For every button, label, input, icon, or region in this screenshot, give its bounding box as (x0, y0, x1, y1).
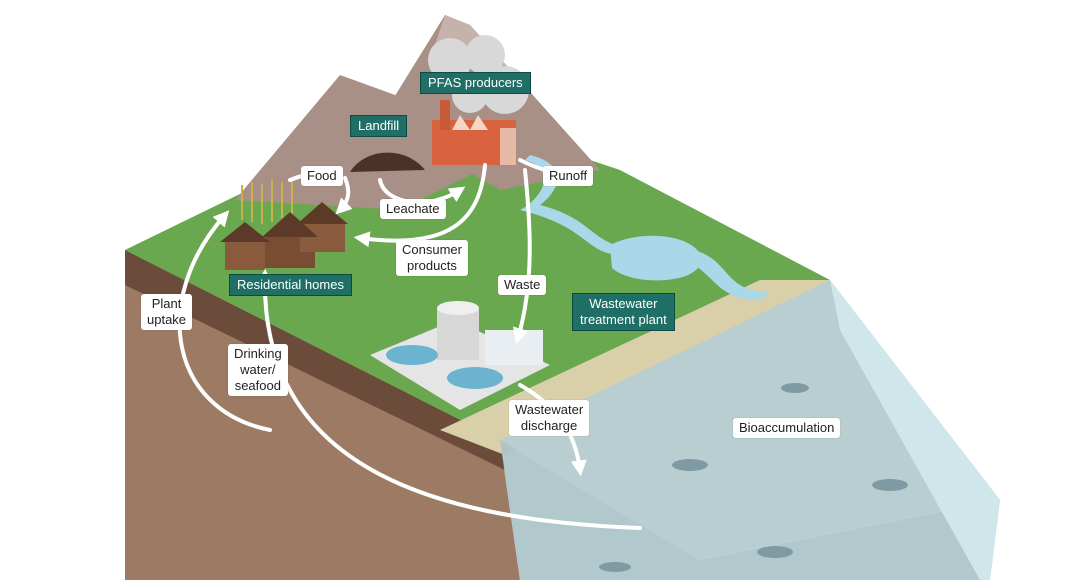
label-wastewater-discharge: Wastewater discharge (509, 400, 590, 436)
landfill-mound (350, 152, 425, 172)
label-drinking-line-2: water/ (240, 362, 276, 377)
label-drinking-water-seafood: Drinking water/ seafood (228, 344, 288, 396)
arrow-consumer (353, 163, 487, 248)
tag-residential-homes: Residential homes (229, 274, 352, 296)
label-plant-line-1: Plant (151, 296, 182, 311)
label-bioaccumulation: Bioaccumulation (733, 418, 841, 438)
label-plant-line-2: uptake (147, 312, 187, 327)
label-discharge-line-1: Wastewater (515, 402, 584, 417)
factory (432, 100, 516, 165)
residential-houses (220, 202, 348, 270)
arrow-waste (513, 168, 532, 345)
sea-front-face (500, 440, 1000, 580)
tag-pfas-producers: PFAS producers (420, 72, 531, 94)
sea-right-face (830, 280, 1000, 580)
label-consumer-line-1: Consumer (402, 242, 462, 257)
tag-landfill: Landfill (350, 115, 408, 137)
label-food: Food (301, 166, 343, 186)
label-consumer-line-2: products (407, 258, 457, 273)
tag-wastewater-line-2: treatment plant (580, 312, 667, 327)
fish-group (599, 383, 908, 572)
soil-top-band (125, 250, 505, 470)
tag-wastewater-line-1: Wastewater (589, 296, 658, 311)
label-discharge-line-2: discharge (520, 418, 578, 433)
tag-wastewater-treatment-plant: Wastewater treatment plant (572, 293, 675, 331)
river (520, 155, 770, 300)
label-consumer-products: Consumer products (396, 240, 468, 276)
label-waste: Waste (498, 275, 547, 295)
crop-field (241, 180, 293, 224)
label-runoff: Runoff (543, 166, 594, 186)
label-drinking-line-3: seafood (234, 378, 281, 393)
label-leachate: Leachate (380, 199, 446, 219)
arrow-plant-uptake (177, 210, 272, 432)
lake (610, 235, 702, 281)
label-drinking-line-1: Drinking (234, 346, 282, 361)
arrow-food (335, 176, 353, 215)
label-plant-uptake: Plant uptake (141, 294, 193, 330)
